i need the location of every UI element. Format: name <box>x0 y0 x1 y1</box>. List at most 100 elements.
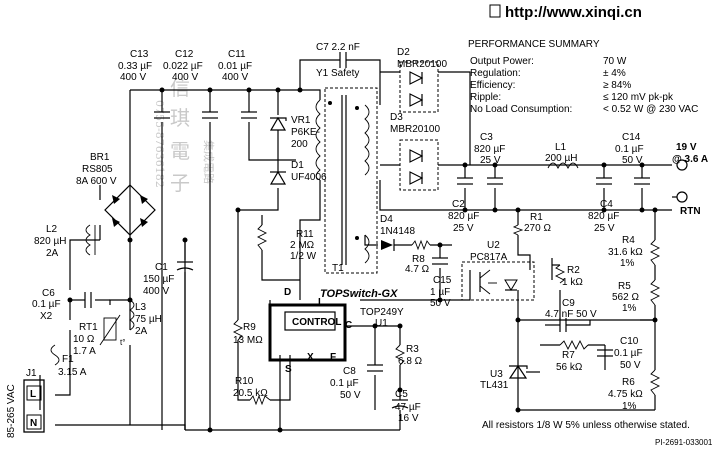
summary-title: PERFORMANCE SUMMARY <box>468 39 600 50</box>
svg-text:0.1 µF: 0.1 µF <box>32 299 61 310</box>
svg-text:X: X <box>307 352 314 363</box>
output-voltage: 19 V <box>676 142 697 153</box>
svg-text:U1: U1 <box>375 318 388 329</box>
svg-text:R4: R4 <box>622 235 635 246</box>
summary-value-2: ≥ 84% <box>603 80 631 91</box>
svg-text:VR1: VR1 <box>291 115 311 126</box>
doc-id: PI-2691-033001 <box>655 438 713 447</box>
svg-text:2A: 2A <box>46 248 59 259</box>
resistor-r1: R1 270 Ω <box>512 212 551 236</box>
thermistor-rt1: RT1 10 Ω 1.7 A t° <box>73 314 125 357</box>
svg-text:UF4006: UF4006 <box>291 172 327 183</box>
watermark-big-3: 電 <box>170 139 190 163</box>
svg-text:R11: R11 <box>296 229 314 240</box>
svg-text:R6: R6 <box>622 377 635 388</box>
svg-text:PC817A: PC817A <box>470 252 508 263</box>
svg-text:820 µF: 820 µF <box>588 211 619 222</box>
resistor-r4: R4 31.6 kΩ 1% <box>608 235 661 269</box>
summary-label-0: Output Power: <box>470 56 534 67</box>
watermark: 信 琪 電 子 0755-87636182 集成電路 <box>153 76 216 195</box>
svg-text:L2: L2 <box>46 224 58 235</box>
svg-text:L3: L3 <box>135 302 147 313</box>
summary-label-3: Ripple: <box>470 92 501 103</box>
cap-c6: C6 0.1 µF X2 <box>32 288 92 322</box>
svg-text:2A: 2A <box>135 326 148 337</box>
resistor-r11: R11 2 MΩ 1/2 W <box>256 224 317 262</box>
svg-text:J1: J1 <box>26 368 37 379</box>
svg-text:1.7 A: 1.7 A <box>73 346 96 357</box>
svg-text:820 µF: 820 µF <box>448 211 479 222</box>
svg-text:U2: U2 <box>487 240 500 251</box>
svg-text:C8: C8 <box>343 366 356 377</box>
summary-label-4: No Load Consumption: <box>470 104 572 115</box>
svg-text:S: S <box>285 364 292 375</box>
svg-text:1/2 W: 1/2 W <box>290 251 317 262</box>
svg-text:1 µF: 1 µF <box>430 287 450 298</box>
inductor-l2: L2 820 µH 2A <box>34 224 96 259</box>
svg-text:R3: R3 <box>406 344 419 355</box>
svg-text:562 Ω: 562 Ω <box>612 292 639 303</box>
svg-text:50 V: 50 V <box>340 390 361 401</box>
svg-text:D: D <box>284 287 291 298</box>
svg-text:F1: F1 <box>62 354 74 365</box>
svg-text:25 V: 25 V <box>480 155 501 166</box>
svg-text:T1: T1 <box>332 263 344 274</box>
svg-text:D4: D4 <box>380 214 393 225</box>
performance-summary: PERFORMANCE SUMMARY Output Power: 70 W R… <box>468 39 698 115</box>
cap-c9: C9 4.7 nF 50 V <box>545 298 597 332</box>
connector-j1: L N J1 85-265 VAC <box>6 368 45 438</box>
reference-u3: U3 TL431 <box>480 364 540 391</box>
svg-text:400 V: 400 V <box>120 72 146 83</box>
resistor-r10: R10 20.5 kΩ <box>233 376 271 406</box>
wiring <box>39 71 672 431</box>
resistor-r3: R3 6.8 Ω <box>394 344 423 367</box>
zener-vr1: VR1 P6KE- 200 <box>269 115 320 150</box>
svg-text:1%: 1% <box>622 303 637 314</box>
footnote: All resistors 1/8 W 5% unless otherwise … <box>482 420 690 431</box>
svg-text:X2: X2 <box>40 311 53 322</box>
summary-value-0: 70 W <box>603 56 627 67</box>
cap-c1: C1 150 µF 400 V <box>143 261 194 297</box>
svg-text:TOP249Y: TOP249Y <box>360 307 404 318</box>
summary-label-1: Regulation: <box>470 68 521 79</box>
resistor-r2: R2 1 kΩ <box>554 264 583 288</box>
svg-text:R1: R1 <box>530 212 543 223</box>
svg-text:C11: C11 <box>228 49 246 60</box>
svg-text:25 V: 25 V <box>453 223 474 234</box>
cap-c14: C14 0.1 µF 50 V <box>615 132 650 185</box>
cap-c8: C8 0.1 µF 50 V <box>330 364 383 401</box>
bridge-br1: BR1 RS805 8A 600 V <box>76 152 156 236</box>
svg-text:N: N <box>30 418 37 429</box>
cap-c3: C3 820 µF 25 V <box>474 132 505 185</box>
topswitch-u1: CONTROL TOPSwitch-GX TOP249Y U1 D L C S … <box>268 287 404 375</box>
summary-label-2: Efficiency: <box>470 80 515 91</box>
svg-text:R10: R10 <box>235 376 254 387</box>
svg-text:47 µF: 47 µF <box>395 402 421 413</box>
svg-text:Y1 Safety: Y1 Safety <box>316 68 359 79</box>
resistor-r8: R8 4.7 Ω <box>405 239 431 275</box>
svg-text:C14: C14 <box>622 132 641 143</box>
svg-text:R2: R2 <box>567 265 580 276</box>
svg-text:75 µH: 75 µH <box>135 314 162 325</box>
resistor-r6: R6 4.75 kΩ 1% <box>608 369 661 412</box>
header-url[interactable]: http://www.xinqi.cn <box>505 4 642 21</box>
svg-text:R9: R9 <box>243 322 256 333</box>
svg-text:BR1: BR1 <box>90 152 110 163</box>
svg-text:D1: D1 <box>291 160 304 171</box>
topswitch-label: TOPSwitch-GX <box>320 288 398 300</box>
header-bullet-icon <box>489 4 501 18</box>
svg-text:R7: R7 <box>562 350 575 361</box>
ac-input-label: 85-265 VAC <box>6 384 17 438</box>
svg-text:13 MΩ: 13 MΩ <box>233 335 263 346</box>
svg-text:56 kΩ: 56 kΩ <box>556 362 583 373</box>
svg-text:400 V: 400 V <box>222 72 248 83</box>
svg-text:20.5 kΩ: 20.5 kΩ <box>233 388 268 399</box>
rtn-label: RTN <box>680 206 701 217</box>
cap-c4: C4 820 µF 25 V <box>588 177 619 234</box>
svg-text:820 µH: 820 µH <box>34 236 66 247</box>
svg-text:4.7 nF 50 V: 4.7 nF 50 V <box>545 309 597 320</box>
diode-d4: D4 1N4148 <box>380 214 415 251</box>
svg-text:R5: R5 <box>618 281 631 292</box>
svg-text:D3: D3 <box>390 112 403 123</box>
